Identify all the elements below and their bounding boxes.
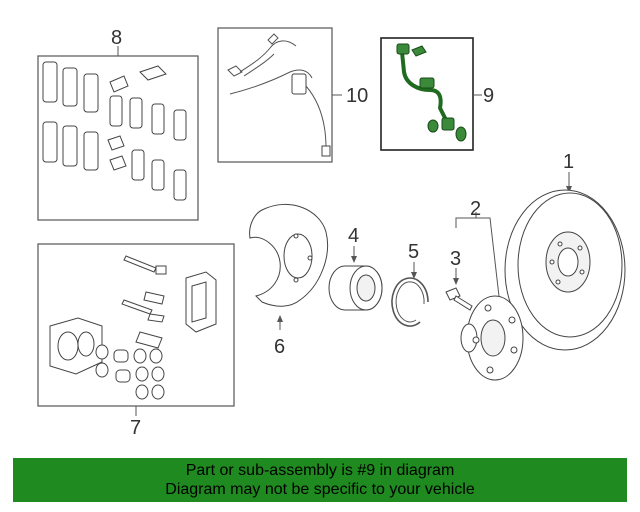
callout-2: 2 <box>470 198 481 220</box>
callout-8: 8 <box>111 27 122 49</box>
part-2-wheel-hub[interactable] <box>455 212 524 381</box>
callout-7: 7 <box>130 417 141 439</box>
part-10-speed-sensor[interactable] <box>217 27 342 163</box>
info-banner: Part or sub-assembly is #9 in diagram Di… <box>13 458 627 502</box>
callout-5: 5 <box>408 241 419 263</box>
callout-6: 6 <box>274 336 285 358</box>
part-5-snap-ring[interactable] <box>391 262 429 327</box>
callout-3: 3 <box>450 248 461 270</box>
part-8-brake-pad-set[interactable] <box>37 46 199 221</box>
callout-1: 1 <box>563 151 574 173</box>
part-7-caliper-assembly[interactable] <box>37 243 235 416</box>
part-3-wheel-stud[interactable] <box>445 268 473 311</box>
part-6-splash-shield[interactable] <box>249 203 329 330</box>
callout-9: 9 <box>483 85 494 107</box>
callout-10: 10 <box>346 85 368 107</box>
part-9-brake-hose[interactable] <box>380 37 482 151</box>
callout-4: 4 <box>348 225 359 247</box>
banner-line-1: Part or sub-assembly is #9 in diagram <box>185 462 455 479</box>
banner-line-2: Diagram may not be specific to your vehi… <box>165 481 475 498</box>
part-1-brake-rotor[interactable] <box>504 172 626 351</box>
part-4-wheel-bearing[interactable] <box>328 246 383 311</box>
